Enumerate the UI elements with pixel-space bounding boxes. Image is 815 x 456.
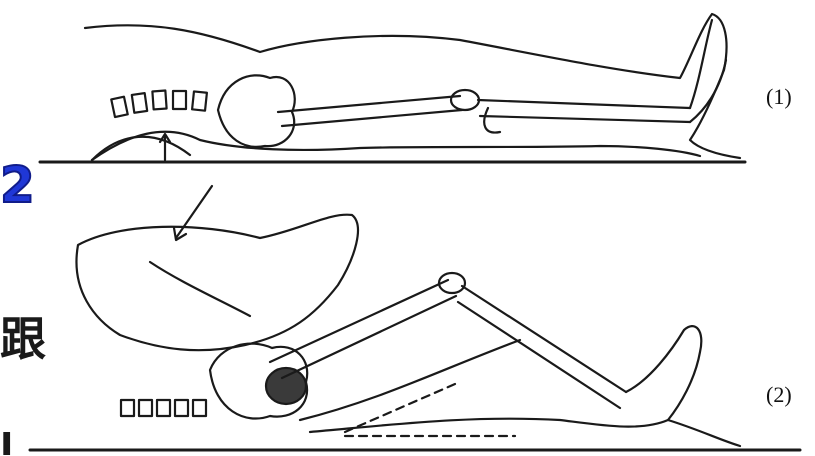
- panel-1-lumbar-arch: [92, 137, 190, 160]
- panel-2-lifted-thigh: [76, 215, 357, 351]
- panel-2-figure: [30, 186, 800, 450]
- panel-1-figure: [40, 14, 745, 162]
- panel-2-arrow: [176, 186, 212, 238]
- panel-2-shin: [458, 286, 626, 408]
- panel-1-lower-outline: [92, 132, 700, 160]
- panel-2-foot: [626, 326, 740, 446]
- panel-2-body-contour: [300, 340, 668, 432]
- panel-2-label: (2): [766, 382, 792, 408]
- panel-1-shin: [478, 100, 690, 133]
- panel-1-vertebrae: [111, 91, 207, 118]
- panel-2-thigh-crease: [150, 262, 250, 316]
- panel-1-knee: [451, 90, 479, 110]
- panel-1-body-outline: [85, 14, 740, 158]
- panel-1-label: (1): [766, 84, 792, 110]
- panel-1-femur: [278, 96, 462, 126]
- panel-2-femur: [270, 280, 456, 378]
- panel-2-hip-joint: [266, 368, 306, 404]
- panel-2-vertebrae: [121, 400, 206, 416]
